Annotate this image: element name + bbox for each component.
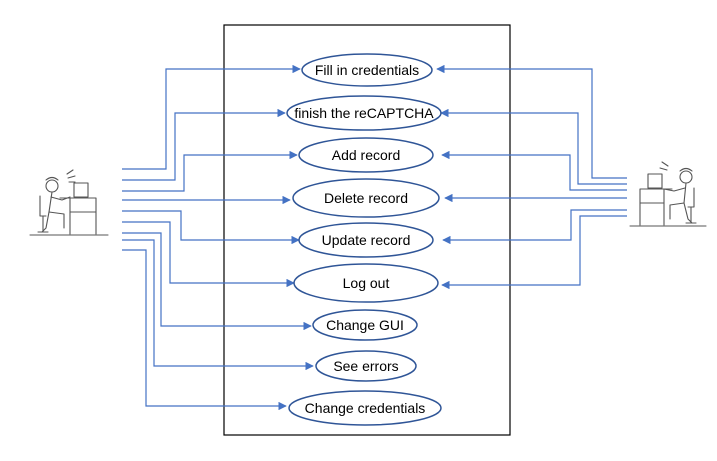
connector-left-change-credentials <box>122 249 287 411</box>
use-case-label: Add record <box>332 147 400 163</box>
connector-right-fill-in-credentials <box>436 64 627 179</box>
connector-left-update-record <box>122 210 300 245</box>
connector-left-fill-in-credentials <box>122 64 301 170</box>
connector-left-see-errors <box>122 239 314 371</box>
use-case-label: Log out <box>343 275 390 291</box>
use-case-add-record[interactable]: Add record <box>298 137 434 173</box>
person-at-computer-icon <box>29 169 109 236</box>
connector-left-log-out <box>122 221 295 288</box>
use-case-change-credentials[interactable]: Change credentials <box>288 390 442 426</box>
use-case-fill-in-credentials[interactable]: Fill in credentials <box>301 53 433 87</box>
use-case-update-record[interactable]: Update record <box>298 222 434 258</box>
use-case-see-errors[interactable]: See errors <box>315 350 417 382</box>
use-case-label: Update record <box>322 232 411 248</box>
use-case-finish-recaptcha[interactable]: finish the reCAPTCHA <box>286 95 442 131</box>
use-case-label: Change GUI <box>326 317 404 333</box>
connector-left-add-record <box>122 150 298 192</box>
left-connectors <box>122 64 314 411</box>
connector-right-add-record <box>441 150 627 191</box>
use-case-label: Delete record <box>324 190 408 206</box>
use-case-change-gui[interactable]: Change GUI <box>312 309 418 341</box>
use-case-log-out[interactable]: Log out <box>293 263 439 303</box>
right-connectors <box>436 64 627 290</box>
use-case-label: Change credentials <box>305 400 426 416</box>
connector-right-finish-recaptcha <box>440 108 627 185</box>
system-boundary <box>223 24 511 436</box>
use-cases: Fill in credentials finish the reCAPTCHA… <box>286 53 442 426</box>
use-case-label: finish the reCAPTCHA <box>294 105 434 121</box>
connector-right-update-record <box>442 209 627 245</box>
use-case-delete-record[interactable]: Delete record <box>292 178 440 218</box>
use-case-label: See errors <box>333 358 398 374</box>
use-case-label: Fill in credentials <box>315 62 419 78</box>
connector-left-change-gui <box>122 232 312 331</box>
connector-left-finish-recaptcha <box>122 108 286 181</box>
person-at-computer-icon <box>629 161 707 227</box>
connector-right-log-out <box>441 215 627 290</box>
